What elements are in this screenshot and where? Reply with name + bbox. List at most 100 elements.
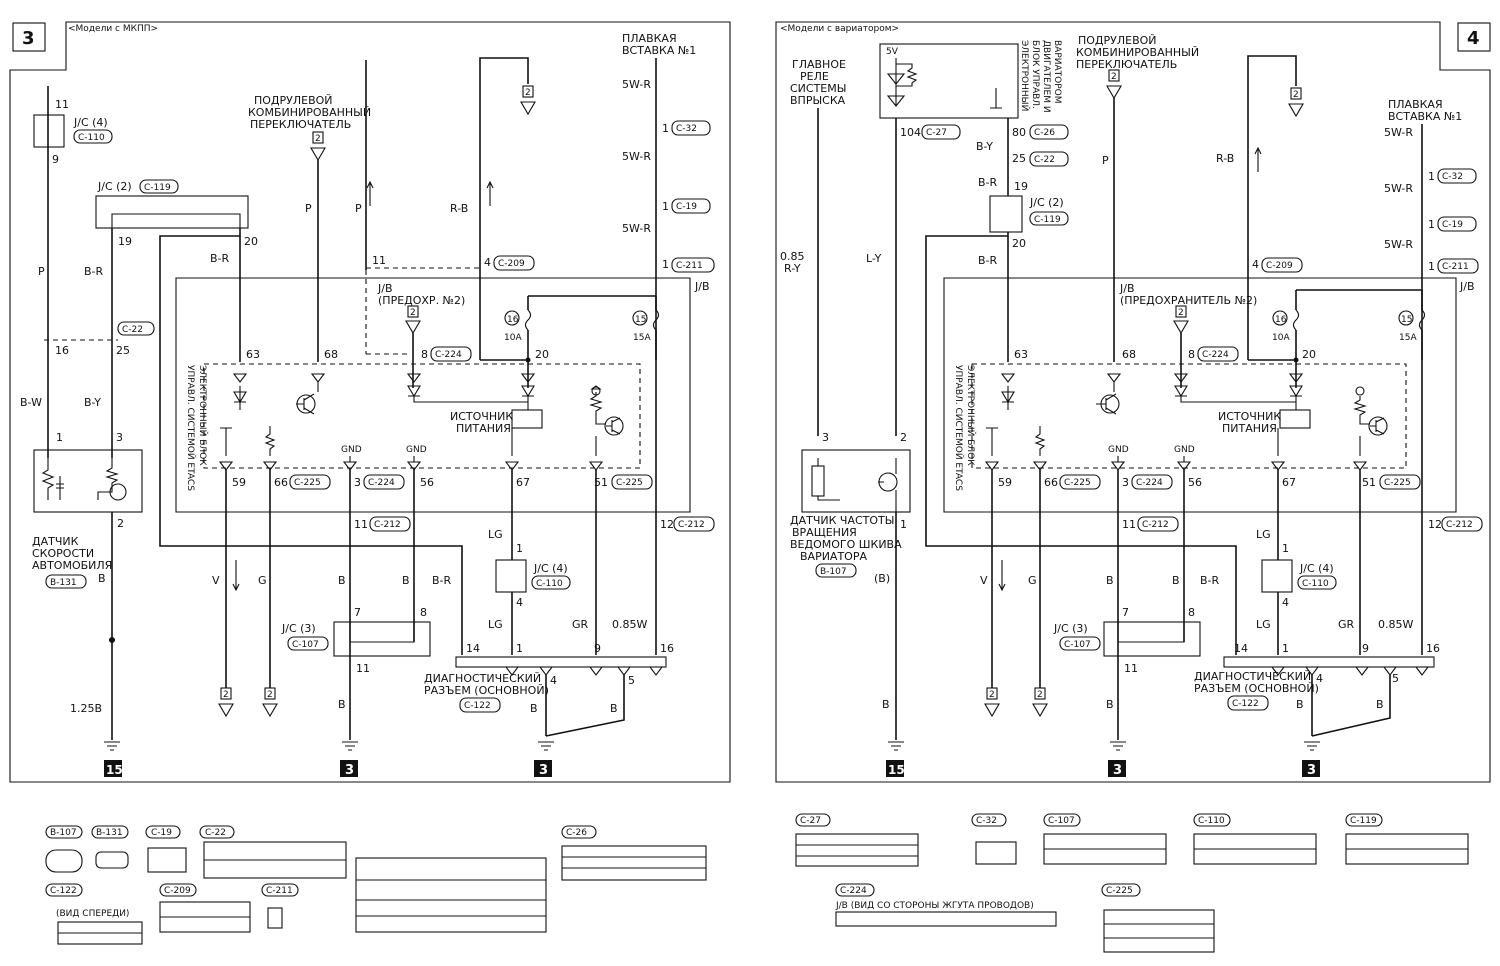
- wire-color: P: [305, 202, 312, 215]
- wire-color: B: [338, 574, 346, 587]
- jc3-label: J/C (3): [1053, 622, 1088, 635]
- fuse-number: 16: [1275, 315, 1287, 325]
- wire-color: 0.85: [780, 250, 805, 263]
- pin-label: 66: [1044, 476, 1058, 489]
- fuse-number: 16: [507, 315, 519, 325]
- relay-label: ВПРЫСКА: [790, 94, 846, 107]
- pin-label: 4: [550, 674, 557, 687]
- relay-label: РЕЛЕ: [800, 70, 829, 83]
- legend-code: C-119: [1350, 816, 1377, 826]
- pin-label: 1: [1428, 260, 1435, 273]
- connector-code: C-19: [1442, 220, 1463, 230]
- pin-label: 59: [998, 476, 1012, 489]
- sensor-label: ДАТЧИК: [32, 535, 79, 548]
- pin-label: 9: [594, 642, 601, 655]
- panel-number: 3: [22, 28, 35, 49]
- pin-label: 4: [516, 596, 523, 609]
- gnd-label: GND: [406, 445, 427, 455]
- wire-color: B-R: [978, 254, 998, 267]
- power-label: ПИТАНИЯ: [456, 422, 511, 435]
- wire-color: B-Y: [976, 140, 993, 153]
- pin-label: 14: [1234, 642, 1248, 655]
- connector-code: C-224: [435, 350, 462, 360]
- pin-label: 16: [660, 642, 674, 655]
- sensor-label: АВТОМОБИЛЯ: [32, 559, 112, 572]
- pin-label: 56: [1188, 476, 1202, 489]
- legend-view: J/B (ВИД СО СТОРОНЫ ЖГУТА ПРОВОДОВ): [835, 901, 1034, 911]
- connector-legend: B-107 B-131 C-19 C-22 C-122 (ВИД СПЕРЕДИ…: [45, 813, 1469, 953]
- connector-code: C-26: [1034, 128, 1055, 138]
- pin-label: 3: [354, 476, 361, 489]
- legend-code: C-32: [976, 816, 997, 826]
- pin-label: 5: [628, 674, 635, 687]
- pin-label: 12: [1428, 518, 1442, 531]
- voltage-label: 5V: [886, 47, 899, 57]
- pin-label: 11: [1122, 518, 1136, 531]
- jc4-label: J/C (4): [533, 562, 568, 575]
- fuse-number: 15: [635, 315, 646, 325]
- gnd-label: GND: [341, 445, 362, 455]
- pin-label: 1: [516, 542, 523, 555]
- pin-label: 2: [1178, 308, 1184, 318]
- panel-tag: <Модели с вариатором>: [780, 24, 899, 34]
- wire-color: P: [38, 265, 45, 278]
- switch-label: ПОДРУЛЕВОЙ: [254, 94, 333, 107]
- diag-code: C-122: [464, 701, 491, 711]
- pin-label: 4: [1316, 672, 1323, 685]
- connector-code: C-211: [1442, 262, 1469, 272]
- wire-color: B: [1172, 574, 1180, 587]
- connector-code: C-224: [368, 478, 395, 488]
- wire-color: B-R: [432, 574, 452, 587]
- pin-label: 2: [315, 134, 321, 144]
- legend-code: C-22: [205, 828, 226, 838]
- jc4-label: J/C (4): [73, 116, 108, 129]
- legend-code: C-26: [566, 828, 587, 838]
- jb-label: J/B: [377, 282, 393, 295]
- pin-label: 80: [1012, 126, 1026, 139]
- fuse-rating: 15A: [1399, 333, 1417, 343]
- connector-code: C-32: [1442, 172, 1463, 182]
- jc4-code: C-110: [1302, 579, 1329, 589]
- connector-code: C-212: [678, 520, 705, 530]
- legend-code: B-131: [96, 828, 123, 838]
- jb-fuse-label: (ПРЕДОХРАНИТЕЛЬ №2): [1120, 294, 1257, 307]
- ground-number: 3: [1113, 763, 1122, 778]
- pin-label: 7: [1122, 606, 1129, 619]
- pin-label: 104: [900, 126, 921, 139]
- connector-code: C-209: [498, 259, 525, 269]
- connector-code: C-212: [1446, 520, 1473, 530]
- pin-label: 3: [1122, 476, 1129, 489]
- wire-color: LG: [1256, 618, 1271, 631]
- wire-color: 5W-R: [622, 150, 651, 163]
- relay-label: ГЛАВНОЕ: [792, 58, 846, 71]
- pin-label: 25: [116, 344, 130, 357]
- pin-label: 12: [660, 518, 674, 531]
- wire-color: GR: [1338, 618, 1355, 631]
- pin-label: 2: [1111, 72, 1117, 82]
- wire-color: B: [98, 572, 106, 585]
- legend-view: (ВИД СПЕРЕДИ): [56, 909, 129, 919]
- pin-label: 4: [1282, 596, 1289, 609]
- panel-right: 4 <Модели с вариатором> ГЛАВНОЕ РЕЛЕ СИС…: [775, 21, 1491, 783]
- ecm-label: ДВИГАТЕЛЕМ И: [1041, 40, 1051, 113]
- connector-code: C-209: [1266, 261, 1293, 271]
- fuse-rating: 15A: [633, 333, 651, 343]
- fuse-rating: 10A: [504, 333, 522, 343]
- wire-color: B-R: [1200, 574, 1220, 587]
- legend-code: B-107: [50, 828, 77, 838]
- switch-label: КОМБИНИРОВАННЫЙ: [1076, 46, 1199, 59]
- wire-color: B: [1296, 698, 1304, 711]
- switch-label: ПОДРУЛЕВОЙ: [1078, 34, 1157, 47]
- pin-label: 2: [525, 88, 531, 98]
- pin-label: 11: [55, 98, 69, 111]
- wire-color: LG: [488, 528, 503, 541]
- wire-color: P: [1102, 154, 1109, 167]
- jc3-code: C-107: [292, 640, 319, 650]
- pin-label: 20: [1012, 237, 1026, 250]
- wire-color: 0.85W: [1378, 618, 1413, 631]
- jc4-label: J/C (4): [1299, 562, 1334, 575]
- power-label: ПИТАНИЯ: [1222, 422, 1277, 435]
- power-label: ИСТОЧНИК: [450, 410, 513, 423]
- pin-label: 2: [900, 431, 907, 444]
- jc2-label: J/C (2): [1029, 196, 1064, 209]
